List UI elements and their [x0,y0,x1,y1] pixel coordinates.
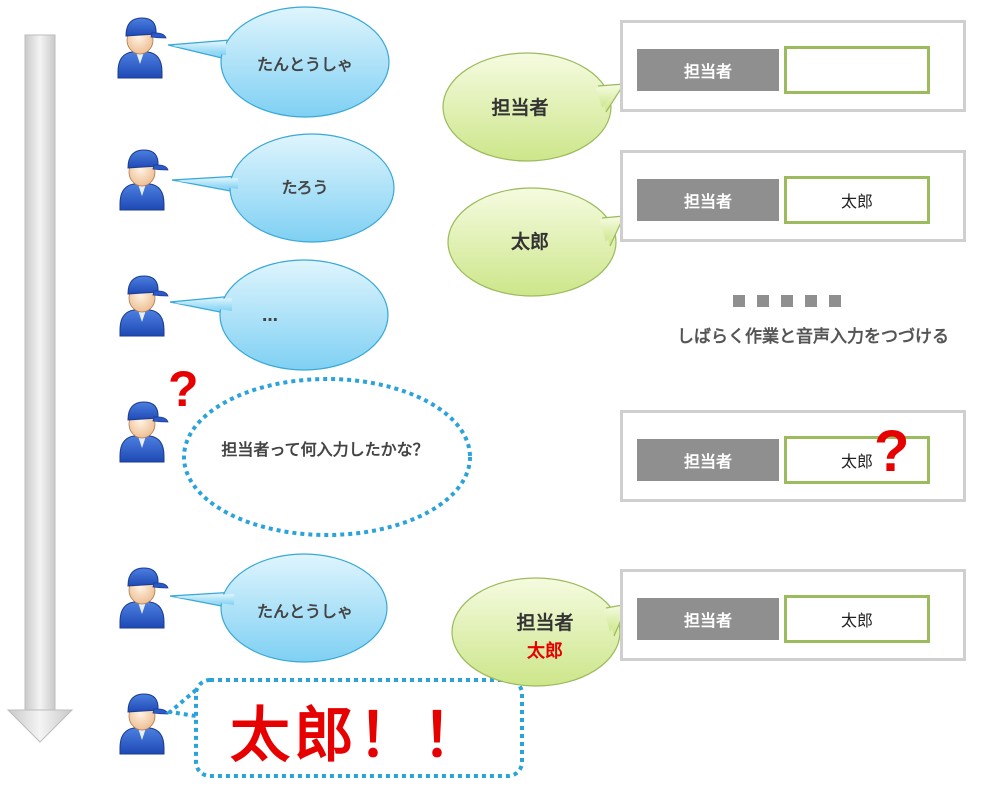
speech-bubble-1 [167,6,390,118]
field-label: 担当者 [637,439,779,481]
form-panel-3: 担当者 太郎 [620,410,966,502]
thought-bubble [182,377,472,537]
field-label: 担当者 [637,49,779,91]
worker-avatar-6 [119,693,169,755]
worker-avatar-4 [119,401,169,463]
speech-bubble-2 [171,133,395,243]
speech-text-2: たろう [281,178,329,197]
system-text-2: 太郎 [510,230,549,253]
speech-text-1: たんとうしゃ [256,55,353,74]
system-text-3: 担当者 太郎 [480,608,610,663]
worker-avatar-5 [119,567,169,629]
continuation-caption: しばらく作業と音声入力をつづける [677,327,949,347]
exclaim-text: 太郎！！ [230,700,486,771]
system-text-1: 担当者 [491,96,549,119]
assignee-field[interactable]: 太郎 [784,436,930,484]
speech-bubble-5 [169,553,388,663]
assignee-field[interactable]: 太郎 [784,176,930,224]
system-text-3-line1: 担当者 [516,612,574,634]
speech-text-3: … [262,305,278,325]
question-mark-worker: ? [168,361,199,417]
speech-text-5: たんとうしゃ [256,602,353,621]
question-mark-field: ? [874,419,910,484]
field-label: 担当者 [637,598,779,640]
worker-avatar-3 [119,275,169,337]
field-label: 担当者 [637,179,779,221]
speech-bubble-3 [169,259,389,371]
assignee-field[interactable] [784,46,930,94]
worker-avatar-2 [119,149,169,211]
exclaim-bubble [165,678,524,778]
form-panel-1: 担当者 [620,20,966,112]
thought-text: 担当者って何入力したかな？ [221,440,429,459]
form-panel-2: 担当者 太郎 [620,150,966,242]
timeline-arrow [6,34,74,743]
assignee-field[interactable]: 太郎 [784,595,930,643]
system-bubble-3 [451,577,630,687]
system-bubble-1 [442,52,626,162]
continuation-dots [733,295,841,307]
form-panel-4: 担当者 太郎 [620,569,966,661]
system-text-3-line2: 太郎 [527,641,563,662]
system-bubble-2 [447,187,625,297]
worker-avatar-1 [117,17,167,79]
